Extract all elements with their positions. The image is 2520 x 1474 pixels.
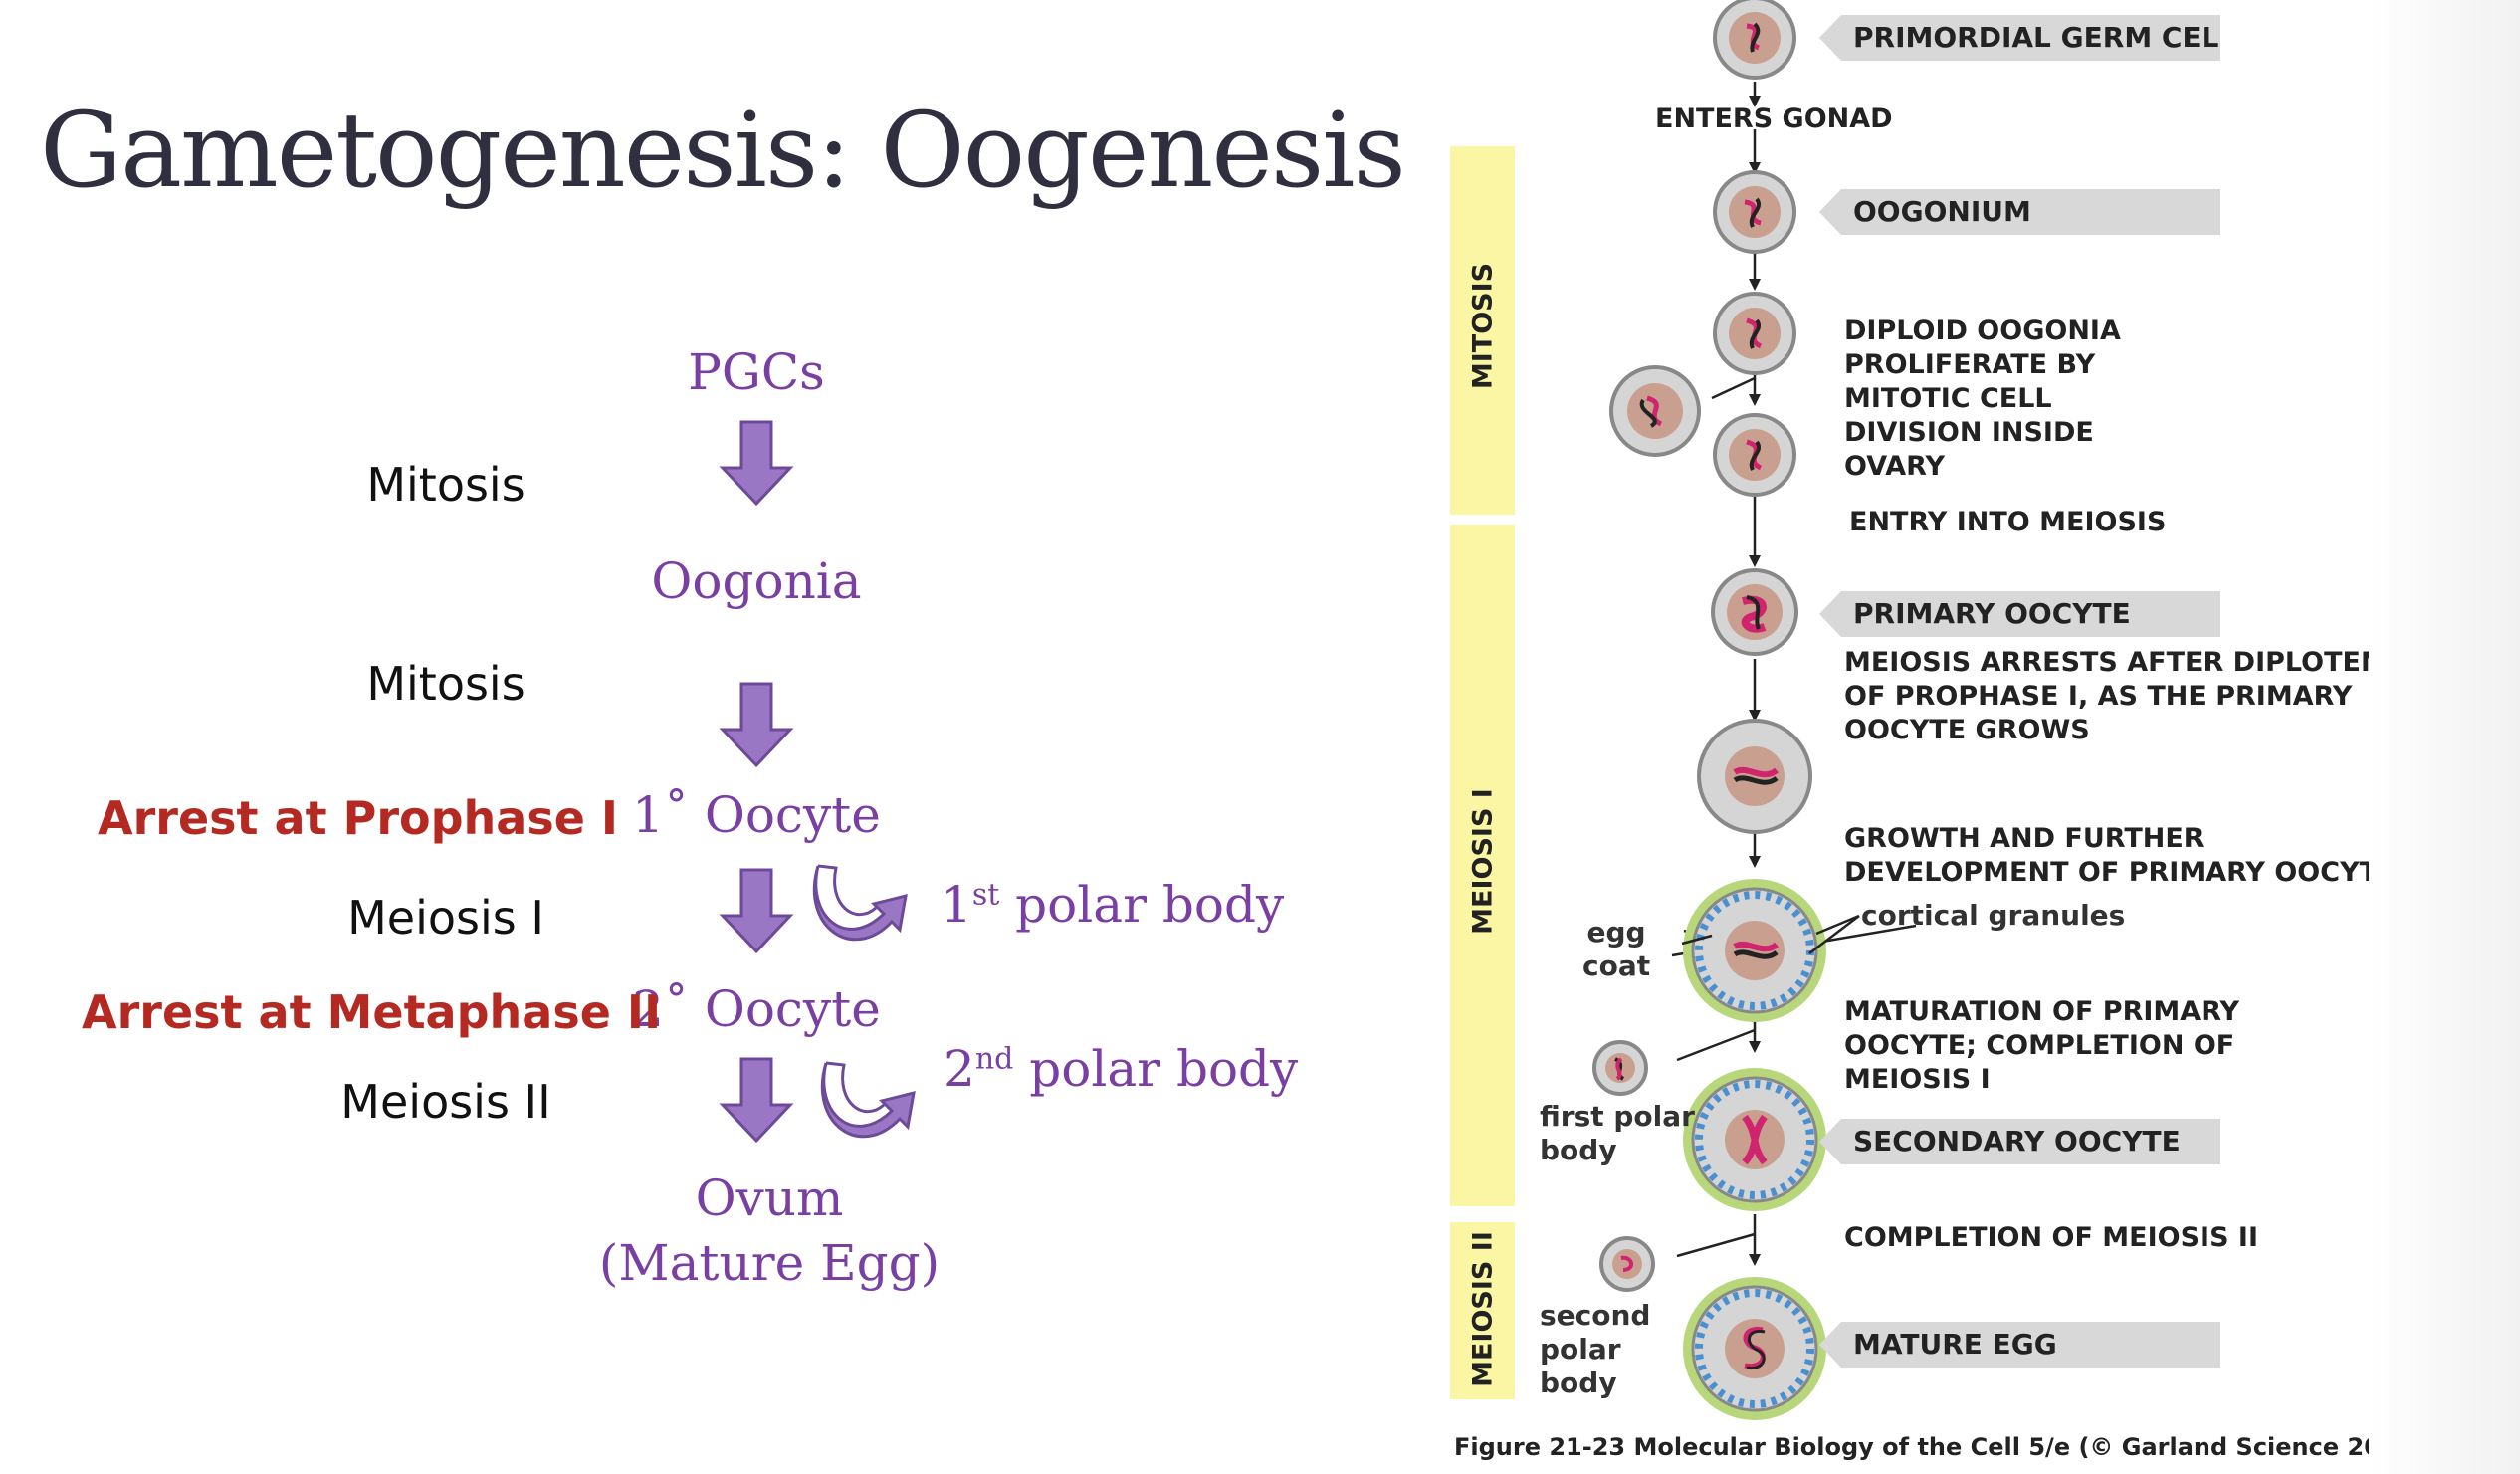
label-meiosis-1: Meiosis I [347, 891, 544, 945]
curved-arrow-icon [820, 1061, 916, 1139]
label-mitosis-1: Mitosis [366, 458, 525, 512]
label-egg-coat: egg coat [1582, 916, 1651, 982]
down-arrow-icon [719, 868, 794, 954]
label-enters-gonad: ENTERS GONAD [1655, 104, 1893, 134]
stage-secondary-oocyte: 2˚ Oocyte [632, 980, 881, 1038]
text-completion-meiosis-2: COMPLETION OF MEIOSIS II [1844, 1222, 2259, 1253]
label-first-polar-body-fig: first polar body [1540, 1100, 1695, 1166]
page-title: Gametogenesis: Oogenesis [40, 90, 1406, 211]
label-second-polar-body: 2nd polar body [944, 1040, 1299, 1098]
oogenesis-figure-diagram [1592, 0, 1917, 1420]
text-growth: GROWTH AND FURTHER DEVELOPMENT OF PRIMAR… [1844, 823, 2397, 888]
label-meiosis-2: Meiosis II [340, 1075, 551, 1129]
figure-panel [1448, 0, 2369, 1474]
label-first-polar-body: 1st polar body [941, 876, 1285, 934]
tag-oogonium: OOGONIUM [1819, 189, 2220, 235]
pointer-lines [1681, 914, 1860, 954]
label-arrest-metaphase: Arrest at Metaphase II [82, 985, 662, 1039]
label-cortical-granules: cortical granules [1861, 899, 2126, 932]
text-meiosis-arrests: MEIOSIS ARRESTS AFTER DIPLOTENE OF PROPH… [1844, 647, 2403, 745]
page-edge [2369, 0, 2520, 1474]
tag-primary-oocyte: PRIMARY OOCYTE [1819, 591, 2220, 637]
text-entry-into-meiosis: ENTRY INTO MEIOSIS [1849, 507, 2167, 537]
tag-mature-egg: MATURE EGG [1819, 1322, 2220, 1368]
stage-pgcs: PGCs [688, 343, 825, 401]
down-arrow-icon [719, 682, 794, 768]
down-arrow-icon [719, 420, 794, 507]
label-arrest-prophase: Arrest at Prophase I [98, 791, 619, 845]
stage-ovum: Ovum [695, 1169, 844, 1227]
band-meiosis-2 [1450, 1222, 1515, 1399]
stage-oogonia: Oogonia [651, 552, 862, 610]
label-second-polar-body-fig: second polar body [1540, 1299, 1651, 1399]
band-meiosis-1 [1450, 525, 1515, 1206]
text-maturation: MATURATION OF PRIMARY OOCYTE; COMPLETION… [1844, 996, 2240, 1095]
tag-primordial-germ-cell: PRIMORDIAL GERM CELL [1819, 15, 2220, 61]
down-arrow-icon [719, 1057, 794, 1144]
curved-arrow-icon [812, 864, 908, 942]
figure-caption: Figure 21-23 Molecular Biology of the Ce… [1454, 1433, 2425, 1461]
text-diploid-oogonia: DIPLOID OOGONIA PROLIFERATE BY MITOTIC C… [1844, 316, 2121, 482]
tag-secondary-oocyte: SECONDARY OOCYTE [1819, 1119, 2220, 1164]
band-mitosis [1450, 146, 1515, 515]
label-mitosis-2: Mitosis [366, 657, 525, 711]
stage-mature-egg: (Mature Egg) [598, 1234, 941, 1292]
stage-primary-oocyte: 1˚ Oocyte [632, 786, 881, 844]
